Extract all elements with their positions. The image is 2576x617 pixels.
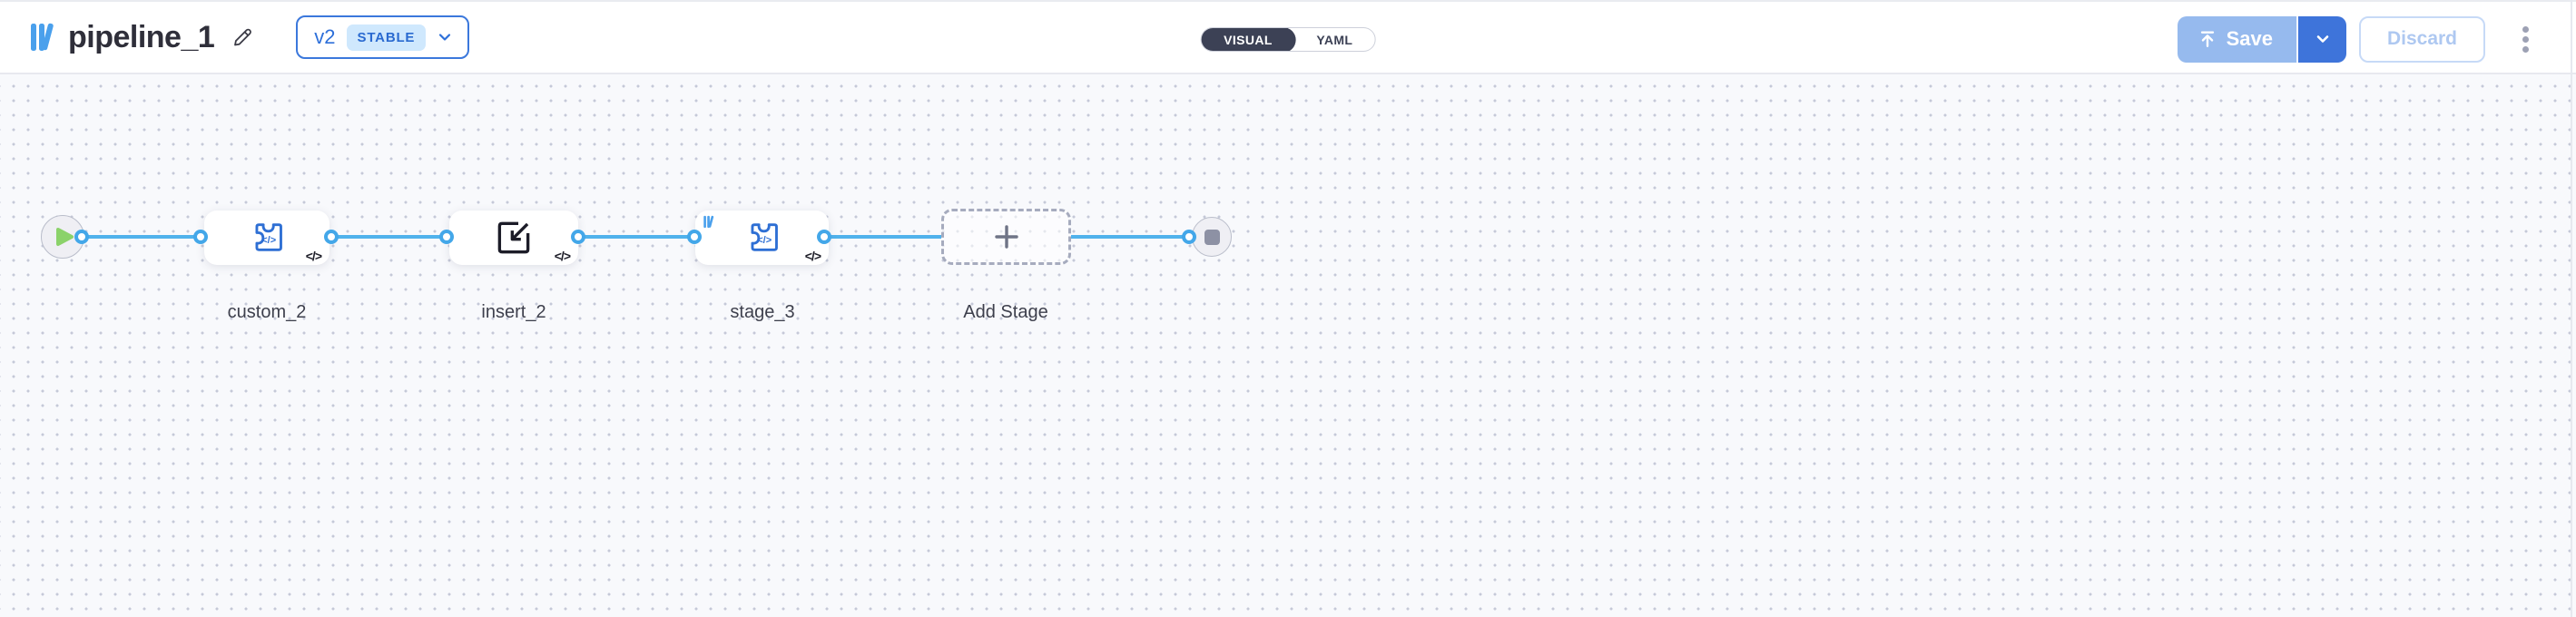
stop-icon	[1204, 229, 1220, 245]
port-insert2-in[interactable]	[439, 230, 454, 244]
discard-button[interactable]: Discard	[2359, 15, 2485, 63]
brand-badge-icon	[703, 215, 714, 229]
upload-icon	[2200, 31, 2214, 47]
add-stage-button[interactable]	[941, 209, 1071, 265]
end-node[interactable]	[1192, 217, 1232, 257]
stage-node-custom-2[interactable]: </> </>	[204, 211, 329, 265]
save-split-button: Save	[2177, 15, 2346, 63]
chevron-down-icon	[439, 34, 451, 41]
stage-node-insert-2[interactable]: </>	[449, 211, 578, 265]
code-stage-mini-icon: </>	[804, 249, 821, 263]
port-start-out[interactable]	[74, 230, 89, 244]
stage-label-stage-3: stage_3	[730, 302, 795, 322]
kebab-dot	[2522, 35, 2529, 43]
stage-label-custom-2: custom_2	[227, 302, 307, 322]
chevron-down-icon	[2316, 35, 2328, 43]
version-selector[interactable]: v2 STABLE	[296, 15, 470, 59]
edge-addstage-end	[1071, 235, 1189, 239]
more-options-menu[interactable]	[2519, 21, 2532, 58]
header-bar: pipeline_1 v2 STABLE VISUAL YAML Save	[0, 0, 2576, 74]
tab-visual[interactable]: VISUAL	[1201, 28, 1296, 51]
kebab-dot	[2522, 45, 2529, 53]
save-button-label: Save	[2226, 27, 2273, 50]
edge-insert2-stage3	[578, 235, 694, 239]
code-stage-mini-icon: </>	[554, 249, 571, 263]
version-status-badge: STABLE	[346, 24, 427, 51]
view-mode-toggle: VISUAL YAML	[1200, 27, 1376, 52]
port-stage3-out[interactable]	[817, 230, 831, 244]
version-label: v2	[314, 25, 336, 48]
edge-custom2-insert2	[331, 235, 447, 239]
svg-text:</>: </>	[261, 235, 276, 246]
svg-text:</>: </>	[757, 235, 772, 246]
save-options-button[interactable]	[2296, 15, 2346, 63]
edit-title-icon[interactable]	[231, 25, 254, 49]
custom-stage-puzzle-code-icon: </>	[255, 223, 282, 251]
pipeline-title: pipeline_1	[68, 19, 215, 54]
pipeline-canvas[interactable]: </> </> </> </> </>	[0, 74, 2576, 617]
plus-icon	[994, 225, 1018, 249]
tab-yaml[interactable]: YAML	[1316, 32, 1353, 47]
port-insert2-out[interactable]	[571, 230, 585, 244]
play-icon	[56, 228, 74, 246]
stage-node-stage-3[interactable]: </> </>	[695, 211, 829, 265]
kebab-dot	[2522, 25, 2529, 33]
app-logo-icon	[31, 23, 54, 51]
custom-stage-puzzle-code-icon: </>	[751, 223, 778, 251]
port-custom2-in[interactable]	[193, 230, 208, 244]
stage-label-insert-2: insert_2	[481, 302, 546, 322]
insert-import-icon	[497, 221, 530, 254]
edge-stage3-addstage	[824, 235, 941, 239]
port-stage3-in[interactable]	[687, 230, 702, 244]
add-stage-label: Add Stage	[963, 302, 1048, 322]
code-stage-mini-icon: </>	[305, 249, 322, 263]
edge-start-custom2	[82, 235, 201, 239]
window-right-edge	[2571, 0, 2572, 617]
save-button[interactable]: Save	[2177, 15, 2296, 63]
port-end-in[interactable]	[1182, 230, 1196, 244]
header-actions: Save Discard	[2177, 2, 2532, 76]
port-custom2-out[interactable]	[324, 230, 339, 244]
